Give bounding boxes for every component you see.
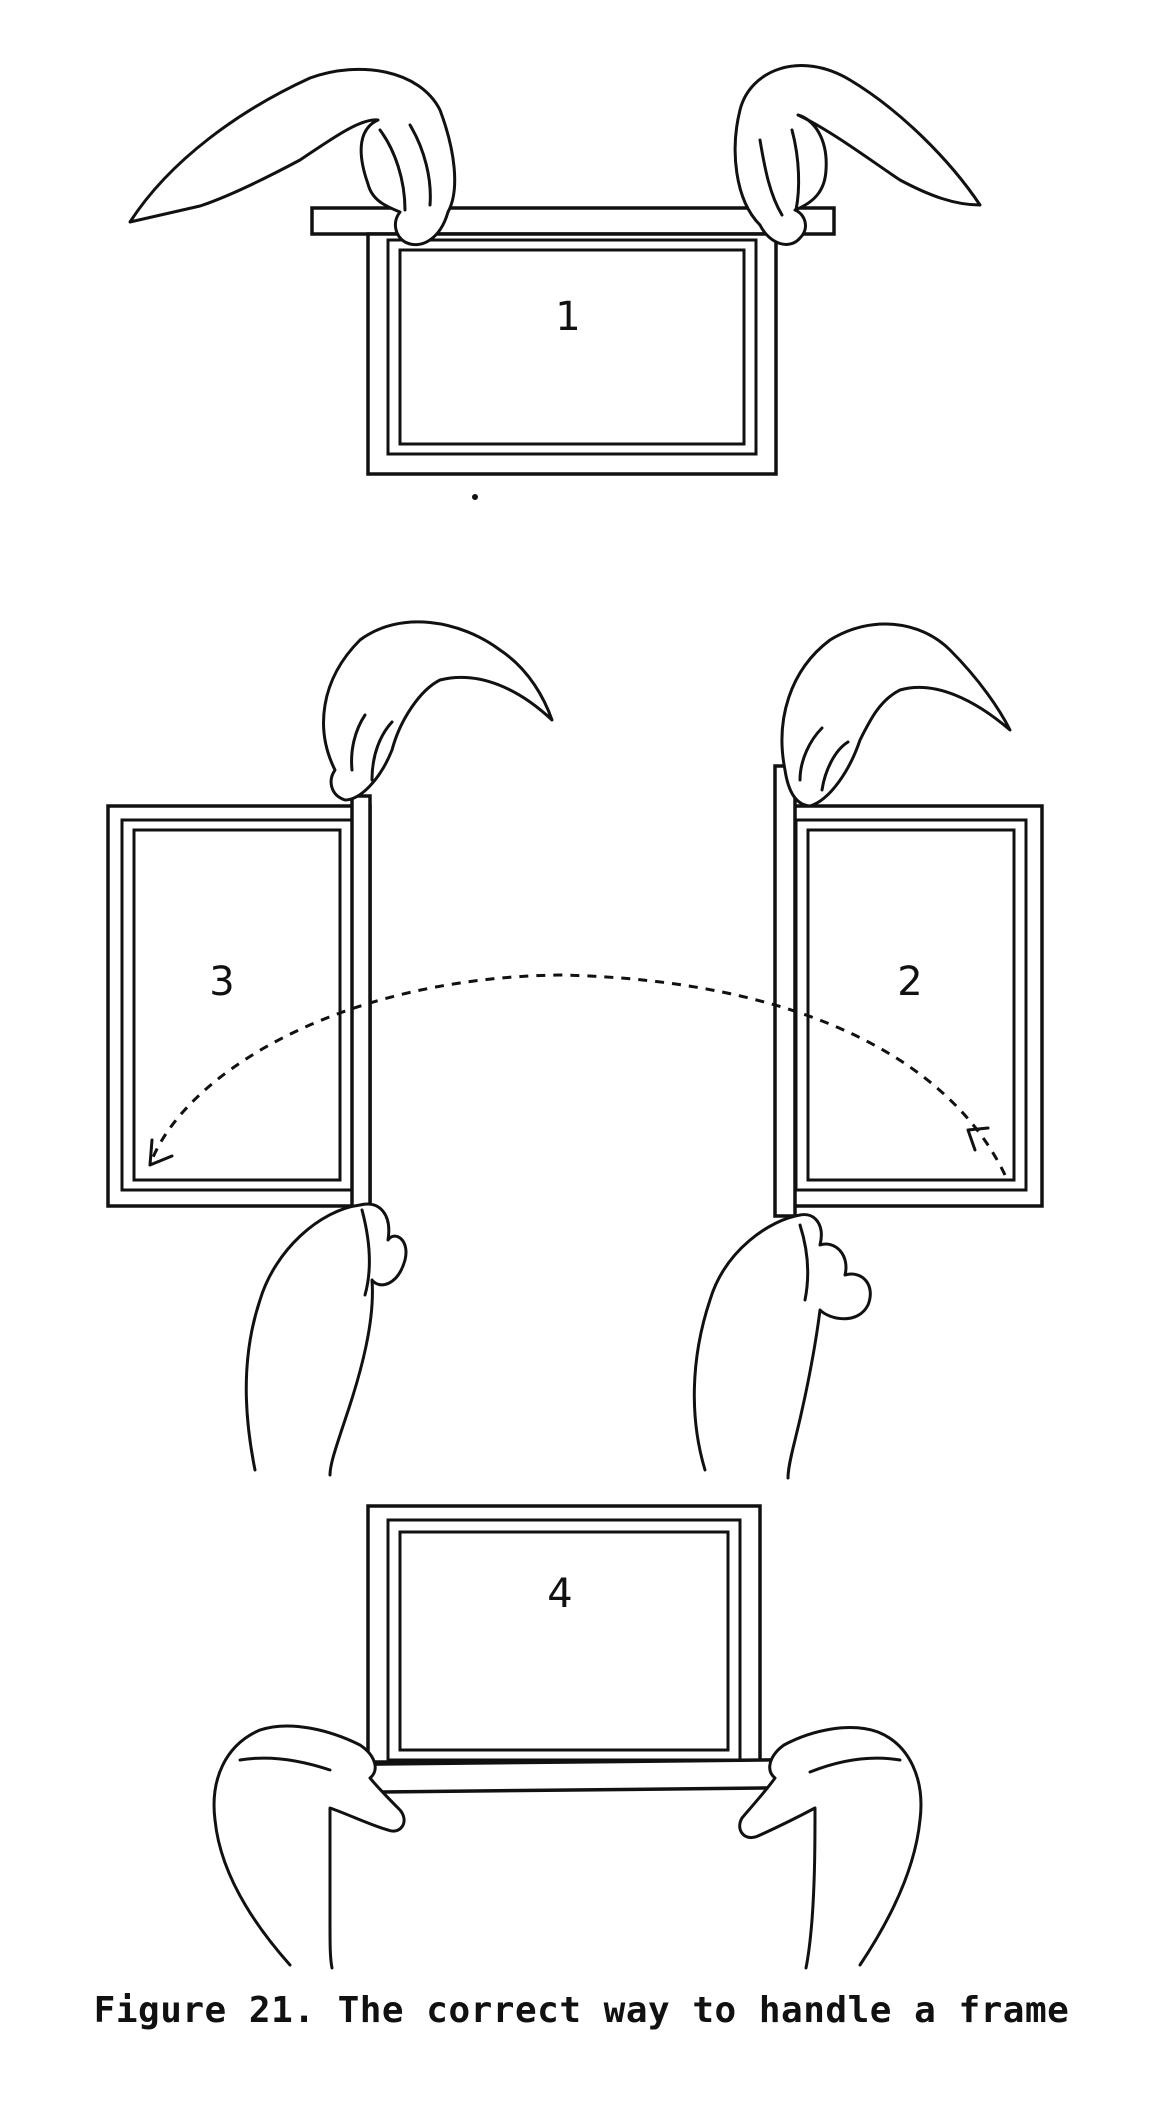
step-3-label: 3 xyxy=(209,959,234,1005)
step-1-group: 1 xyxy=(128,64,982,500)
right-hand-icon xyxy=(733,64,982,246)
step-2-label: 2 xyxy=(897,959,922,1005)
frame-2 xyxy=(773,764,1044,1218)
bottom-left-hand-icon xyxy=(212,1724,406,1970)
step-1-label: 1 xyxy=(555,294,580,340)
bottom-right-hand-icon xyxy=(738,1726,923,1970)
top-hand-right-icon xyxy=(780,622,1012,808)
bottom-hand-right-icon xyxy=(692,1213,872,1480)
frame-3 xyxy=(106,794,372,1218)
step-4-group: 4 xyxy=(212,1504,923,1970)
frame-1 xyxy=(310,206,836,476)
step-2-group: 2 xyxy=(692,622,1044,1480)
figure-caption: Figure 21. The correct way to handle a f… xyxy=(93,1990,1070,2031)
frame-4 xyxy=(310,1504,836,1795)
step-3-group: 3 xyxy=(106,620,554,1477)
left-hand-icon xyxy=(128,67,457,247)
dashed-arc-arrow-icon xyxy=(148,973,1007,1176)
top-hand-left-icon xyxy=(322,620,554,802)
bottom-hand-left-icon xyxy=(244,1202,408,1477)
step-4-label: 4 xyxy=(547,1571,572,1617)
